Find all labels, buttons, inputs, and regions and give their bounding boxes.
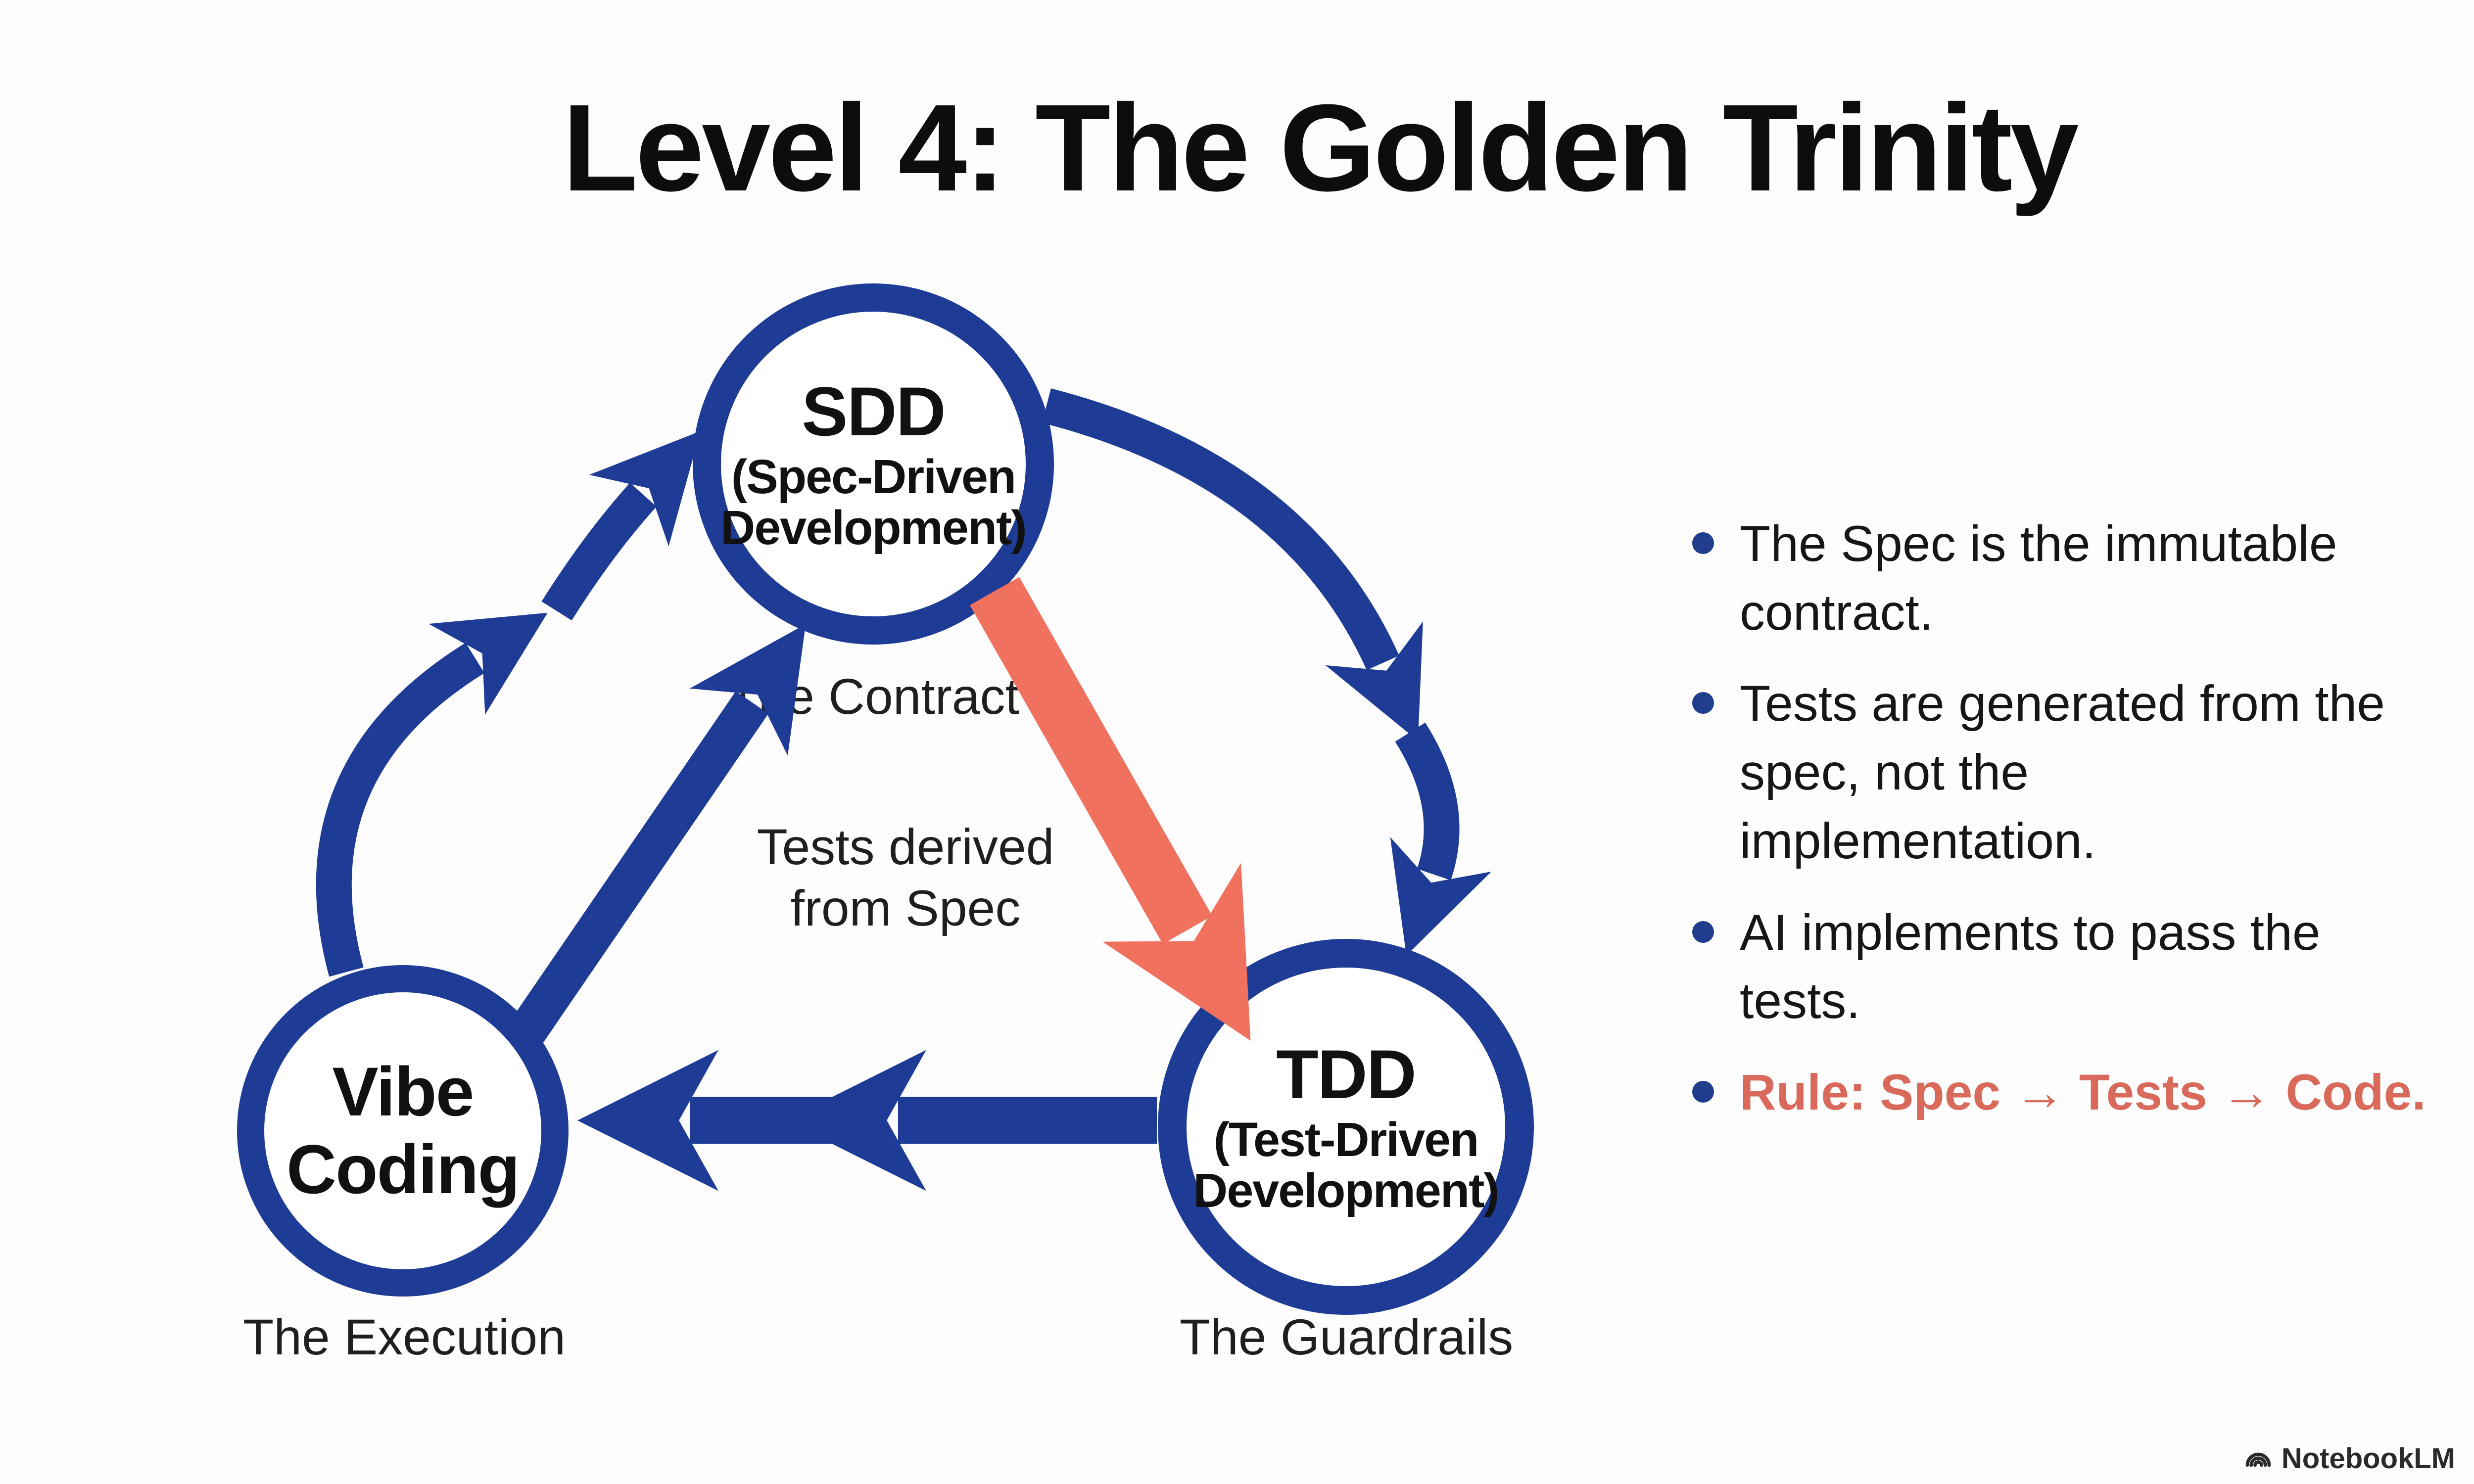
node-sdd: SDD (Spec-Driven Development) xyxy=(693,283,1054,645)
page-title: Level 4: The Golden Trinity xyxy=(562,79,2079,217)
node-sdd-abbr: SDD xyxy=(802,372,946,450)
notebooklm-logo-icon xyxy=(2245,1452,2271,1467)
arrow-sdd-to-tdd-arc-upper xyxy=(1042,388,1423,741)
list-item: Tests are generated from the spec, not t… xyxy=(1692,669,2474,875)
list-item: AI implements to pass the tests. xyxy=(1692,898,2474,1035)
notebooklm-watermark: NotebookLM xyxy=(2243,1442,2455,1475)
bullet-dot-icon xyxy=(1692,692,1714,714)
bullet-text: The Spec is the immutable contract. xyxy=(1740,515,2337,641)
caption-the-execution: The Execution xyxy=(242,1309,566,1365)
bullet-dot-icon xyxy=(1692,921,1714,943)
list-item-rule: Rule: Spec → Tests → Code. xyxy=(1692,1058,2474,1127)
watermark-label: NotebookLM xyxy=(2281,1442,2455,1475)
arrow-vibe-to-sdd-arc-upper xyxy=(541,431,701,621)
bullet-text: Tests are generated from the spec, not t… xyxy=(1740,675,2385,869)
caption-the-guardrails: The Guardrails xyxy=(1179,1309,1514,1365)
node-sdd-subtitle: (Spec-Driven Development) xyxy=(720,449,1027,555)
bullet-dot-icon xyxy=(1692,532,1714,554)
caption-the-contract: The Contract xyxy=(727,668,1019,725)
node-vibe-coding: Vibe Coding xyxy=(237,965,569,1297)
arrow-vibe-to-sdd-arc-lower xyxy=(316,612,548,977)
key-points-list: The Spec is the immutable contract. Test… xyxy=(1692,510,2474,1127)
list-item: The Spec is the immutable contract. xyxy=(1692,510,2474,647)
bullet-dot-icon xyxy=(1692,1081,1714,1103)
node-tdd-subtitle: (Test-Driven Development) xyxy=(1193,1112,1499,1217)
bullet-text: AI implements to pass the tests. xyxy=(1740,904,2321,1029)
node-vibe-label: Vibe Coding xyxy=(286,1053,520,1208)
edge-label-tests-derived-from-spec: Tests derived from Spec xyxy=(757,819,1054,937)
node-tdd-abbr: TDD xyxy=(1276,1035,1417,1113)
bullet-text-rule: Rule: Spec → Tests → Code. xyxy=(1740,1064,2426,1121)
arrow-sdd-to-tdd-arc-lower xyxy=(1390,722,1492,956)
node-tdd: TDD (Test-Driven Development) xyxy=(1158,939,1534,1315)
